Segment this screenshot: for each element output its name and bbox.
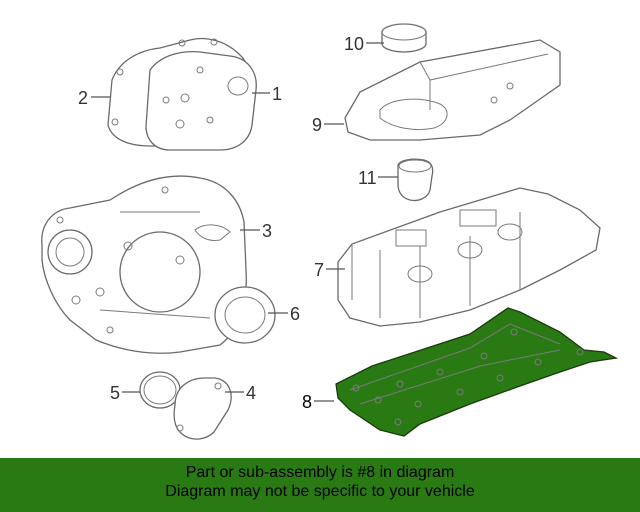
callout-1: 1 <box>272 84 282 104</box>
callout-6: 6 <box>290 304 300 324</box>
callout-11: 11 <box>358 168 377 188</box>
callout-7: 7 <box>314 260 324 280</box>
callout-3: 3 <box>262 221 272 241</box>
part-4-small-cover[interactable] <box>173 377 232 440</box>
info-banner: Part or sub-assembly is #8 in diagram Di… <box>0 458 640 512</box>
part-1-cover-plate[interactable] <box>145 50 257 151</box>
callout-5: 5 <box>110 383 120 403</box>
part-5-o-ring[interactable] <box>139 371 181 409</box>
part-10-filler-cap[interactable] <box>381 23 427 53</box>
part-7-cam-carrier[interactable] <box>337 187 601 327</box>
callout-8: 8 <box>302 392 312 412</box>
callout-9: 9 <box>312 115 322 135</box>
callout-10: 10 <box>344 34 364 54</box>
banner-line-1: Part or sub-assembly is #8 in diagram <box>185 464 455 481</box>
part-6-seal[interactable] <box>214 286 276 344</box>
callout-4: 4 <box>246 383 256 403</box>
banner-line-2: Diagram may not be specific to your vehi… <box>165 483 475 500</box>
part-8-gasket-highlighted[interactable] <box>335 307 619 437</box>
parts-diagram: 1 2 3 4 5 6 7 8 9 10 11 <box>41 23 619 440</box>
part-3-housing[interactable] <box>41 175 247 354</box>
part-9-engine-cover[interactable] <box>344 39 561 141</box>
callout-2: 2 <box>78 88 88 108</box>
part-11-filler-neck[interactable] <box>397 158 434 202</box>
